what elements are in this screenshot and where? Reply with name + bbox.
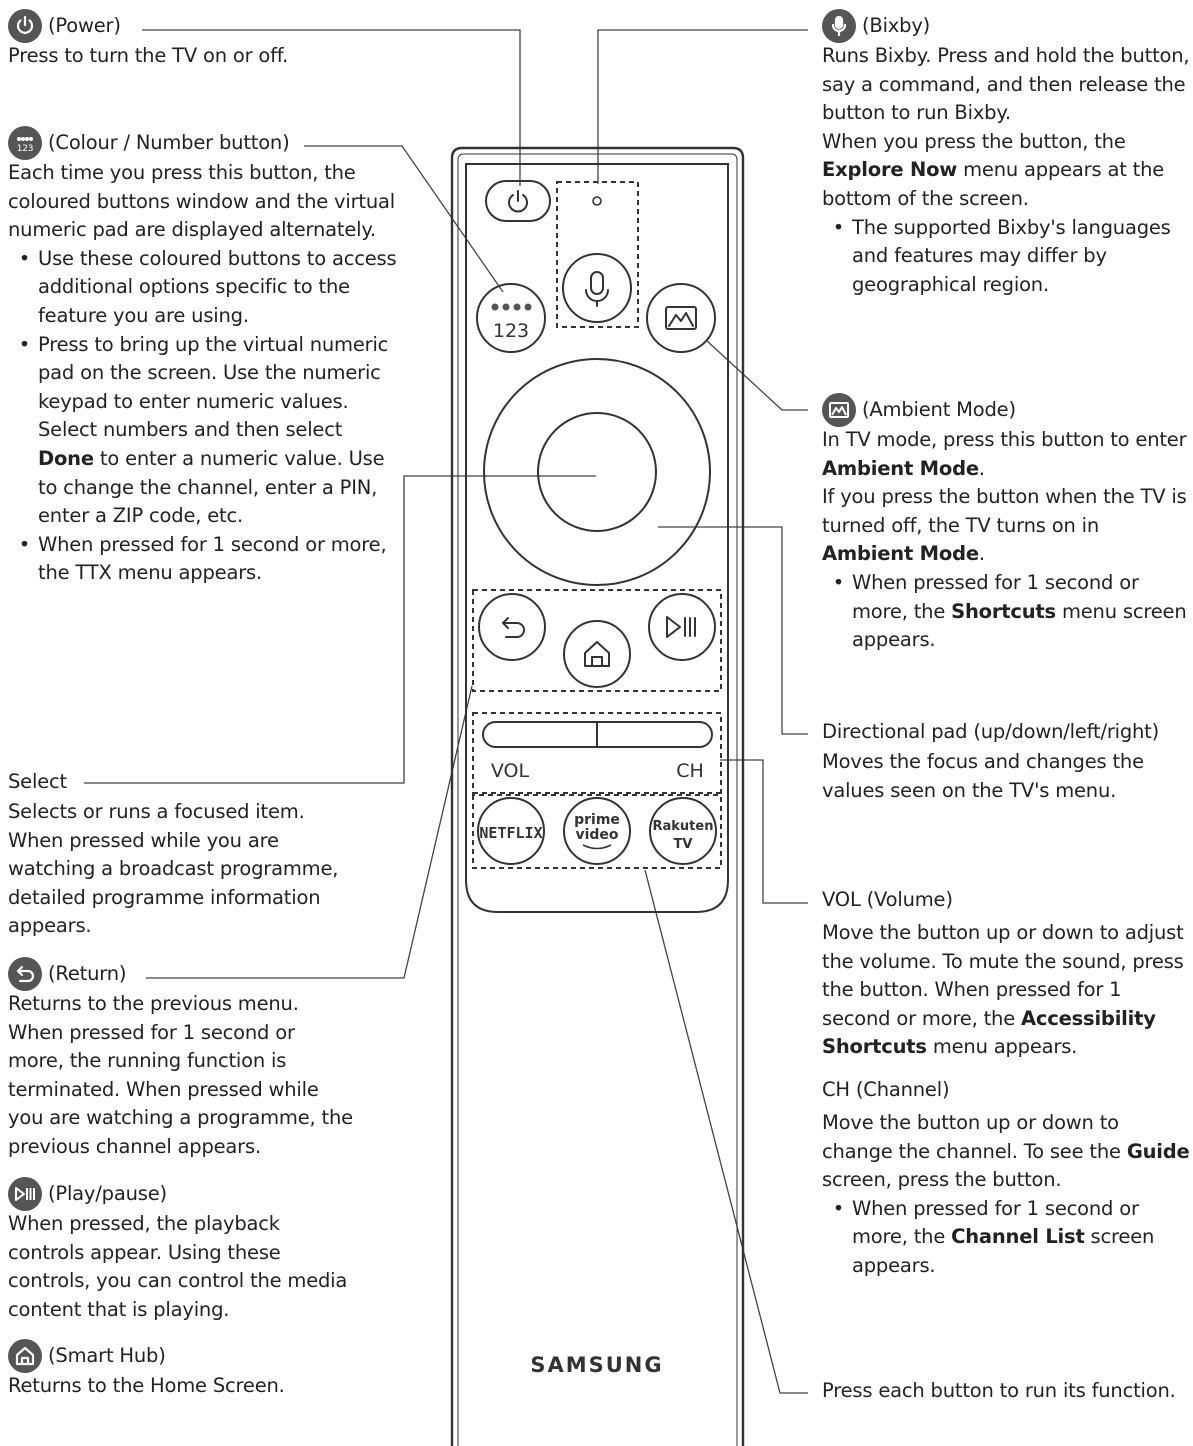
- remote-play-button: [648, 593, 716, 661]
- remote-colour-dots: [491, 303, 532, 311]
- vol-desc: Move the button up or down to adjust the…: [822, 921, 1184, 1059]
- remote-play-glyph: [666, 616, 696, 638]
- remote-return-button: [478, 593, 546, 661]
- ch-block: CH (Channel) Move the button up or down …: [822, 1074, 1190, 1281]
- remote-ambient-glyph: [665, 306, 697, 330]
- return-block: (Return) Returns to the previous menu. W…: [8, 957, 353, 1162]
- svg-text:123: 123: [17, 144, 34, 154]
- colour-bullet-2: Press to bring up the virtual numeric pa…: [8, 331, 398, 531]
- bixby-desc-1: Runs Bixby. Press and hold the button, s…: [822, 44, 1190, 125]
- bixby-desc-2: When you press the button, the Explore N…: [822, 129, 1165, 210]
- ambient-desc-1: In TV mode, press this button to enter A…: [822, 428, 1187, 480]
- select-desc: Selects or runs a focused item. When pre…: [8, 800, 339, 938]
- power-icon: [8, 9, 42, 43]
- remote-power-glyph: [508, 190, 528, 213]
- remote-mic-glyph: [585, 271, 609, 307]
- vol-block: VOL (Volume) Move the button up or down …: [822, 884, 1190, 1062]
- remote-rakuten-button: [649, 797, 717, 865]
- colour-block: 123 (Colour / Number button) Each time y…: [8, 126, 398, 588]
- remote-apps-box: [472, 792, 722, 869]
- leader-vol: [720, 759, 808, 904]
- smarthub-block: (Smart Hub) Returns to the Home Screen.: [8, 1339, 338, 1401]
- remote-netflix-button: [477, 797, 545, 865]
- remote-prime-label-1: prime: [574, 812, 620, 828]
- remote-volch-box: [472, 712, 722, 796]
- colour-number-icon: 123: [8, 126, 42, 160]
- dpad-block: Directional pad (up/down/left/right) Mov…: [822, 716, 1190, 805]
- remote-nav-box: [472, 589, 722, 692]
- ambient-title: (Ambient Mode): [862, 397, 1016, 421]
- leader-bixby: [597, 29, 808, 184]
- power-block: (Power) Press to turn the TV on or off.: [8, 9, 308, 71]
- home-icon: [8, 1339, 42, 1373]
- return-title: (Return): [48, 961, 127, 985]
- colour-bullet-1: Use these coloured buttons to access add…: [8, 245, 398, 331]
- bixby-bullet: The supported Bixby's languages and feat…: [822, 214, 1190, 300]
- mic-icon: [822, 9, 856, 43]
- remote-rakuten-label-1: Rakuten: [653, 819, 714, 834]
- remote-power-button: [485, 180, 551, 222]
- remote-volch-rocker: [482, 721, 713, 748]
- ch-title: CH (Channel): [822, 1077, 950, 1101]
- remote-dpad: [483, 358, 711, 586]
- leader-ambient: [705, 339, 808, 411]
- remote-return-glyph: [502, 617, 525, 638]
- remote-brand-logo: SAMSUNG: [530, 1353, 663, 1377]
- apps-block: Press each button to run its function.: [822, 1377, 1190, 1406]
- remote-prime-button: [563, 797, 631, 865]
- power-title: (Power): [48, 13, 121, 37]
- colour-bullet-3: When pressed for 1 second or more, the T…: [8, 531, 398, 588]
- select-title: Select: [8, 769, 67, 793]
- bixby-block: (Bixby) Runs Bixby. Press and hold the b…: [822, 9, 1190, 300]
- remote-bixby-box: [556, 181, 639, 328]
- remote-select-button: [537, 412, 657, 532]
- remote-body: [450, 146, 745, 1446]
- remote-panel: [465, 163, 729, 913]
- remote-home-button: [563, 620, 631, 688]
- colour-desc: Each time you press this button, the col…: [8, 161, 396, 242]
- return-icon: [8, 957, 42, 991]
- dpad-title: Directional pad (up/down/left/right): [822, 719, 1160, 743]
- remote-ambient-button: [646, 283, 716, 353]
- remote-rakuten-label-2: TV: [674, 837, 693, 852]
- remote-home-glyph: [584, 641, 610, 667]
- colour-title: (Colour / Number button): [48, 130, 290, 154]
- remote-vol-label: VOL: [491, 760, 530, 782]
- remote-colour-button: [476, 283, 546, 353]
- playpause-title: (Play/pause): [48, 1181, 167, 1205]
- select-block: Select Selects or runs a focused item. W…: [8, 766, 348, 941]
- power-desc: Press to turn the TV on or off.: [8, 44, 289, 67]
- remote-bixby-button: [562, 253, 632, 323]
- remote-numpad-label: 123: [493, 320, 529, 342]
- remote-ch-label: CH: [676, 760, 704, 782]
- leader-apps: [644, 869, 808, 1394]
- leader-dpad: [658, 526, 808, 735]
- return-desc: Returns to the previous menu. When press…: [8, 992, 353, 1158]
- playpause-desc: When pressed, the playback controls appe…: [8, 1212, 348, 1321]
- remote-netflix-label: NETFLIX: [479, 824, 542, 842]
- ch-desc: Move the button up or down to change the…: [822, 1111, 1190, 1192]
- remote-outline: [450, 146, 745, 1446]
- dpad-desc: Moves the focus and changes the values s…: [822, 750, 1144, 802]
- play-pause-icon: [8, 1177, 42, 1211]
- ambient-bullet: When pressed for 1 second or more, the S…: [822, 569, 1190, 655]
- playpause-block: (Play/pause) When pressed, the playback …: [8, 1177, 353, 1324]
- smarthub-desc: Returns to the Home Screen.: [8, 1374, 285, 1397]
- ambient-desc-2: If you press the button when the TV is t…: [822, 485, 1187, 566]
- apps-desc: Press each button to run its function.: [822, 1379, 1176, 1402]
- smarthub-title: (Smart Hub): [48, 1343, 166, 1367]
- vol-title: VOL (Volume): [822, 887, 953, 911]
- ch-bullet: When pressed for 1 second or more, the C…: [822, 1195, 1190, 1281]
- ambient-mode-icon: [822, 393, 856, 427]
- remote-prime-label-2: video: [575, 827, 618, 843]
- ambient-block: (Ambient Mode) In TV mode, press this bu…: [822, 393, 1190, 655]
- bixby-title: (Bixby): [862, 13, 931, 37]
